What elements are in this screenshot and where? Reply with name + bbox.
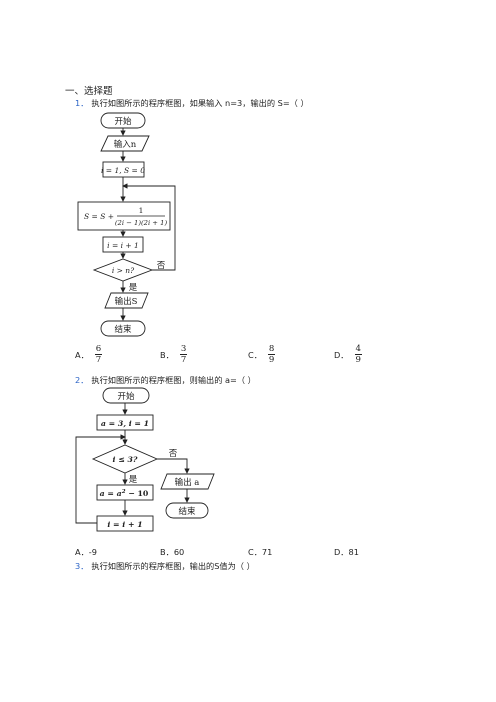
flow2-update-base: a = a xyxy=(100,489,122,498)
question-2-number: 2． xyxy=(75,375,89,385)
q1-option-a-den: 7 xyxy=(95,355,102,365)
question-1-text: 执行如图所示的程序框图，如果输入 n=3，输出的 S=（ ） xyxy=(91,98,309,108)
flow2-output-label: 输出 a xyxy=(175,477,200,488)
q1-option-d-den: 9 xyxy=(355,355,361,365)
flow2-loop-arrow xyxy=(75,434,126,524)
q2-option-b-label: B． xyxy=(160,547,174,557)
question-1-number: 1． xyxy=(75,98,89,108)
flow1-increment-label: i = i + 1 xyxy=(107,241,139,250)
q1-option-a-num: 6 xyxy=(94,344,103,355)
flow2-decision-label: i ≤ 3? xyxy=(113,455,138,464)
question-1: 1．执行如图所示的程序框图，如果输入 n=3，输出的 S=（ ） xyxy=(75,97,309,109)
flow1-update-lhs: S = S + xyxy=(84,212,114,221)
flow2-output-box xyxy=(160,473,215,490)
question-2: 2．执行如图所示的程序框图，则输出的 a=（ ） xyxy=(75,374,256,386)
flow1-output-label: 输出S xyxy=(115,296,138,307)
flow1-update-numerator: 1 xyxy=(139,206,144,215)
q2-option-b-value: 60 xyxy=(173,547,185,557)
flow1-yes-label: 是 xyxy=(129,283,138,293)
flow1-start-label: 开始 xyxy=(114,116,132,127)
q2-option-c-label: C． xyxy=(248,547,262,557)
flow2-start-label: 开始 xyxy=(117,391,135,402)
flow1-update-denominator: (2i − 1)(2i + 1) xyxy=(115,219,168,227)
q1-option-d-num: 4 xyxy=(354,344,362,355)
q2-option-d[interactable]: D．81 xyxy=(334,546,359,558)
flow1-init-label: i = 1, S = 0 xyxy=(101,166,145,175)
q2-option-b[interactable]: B．60 xyxy=(160,546,184,558)
question-3-number: 3． xyxy=(75,561,89,571)
q1-option-a-label: A． xyxy=(75,349,89,360)
q2-option-d-label: D． xyxy=(334,547,349,557)
flow1-no-label: 否 xyxy=(157,261,166,271)
q1-option-b-den: 7 xyxy=(180,355,187,365)
q2-option-c-value: 71 xyxy=(261,547,273,557)
flow2-no-label: 否 xyxy=(169,449,178,459)
flow2-start-terminal xyxy=(102,387,150,404)
q2-option-d-value: 81 xyxy=(348,547,359,557)
flow2-update-tail: − 10 xyxy=(126,489,149,498)
flow2-increment-box xyxy=(96,515,154,532)
flow1-init-box xyxy=(102,161,145,178)
flow1-end-terminal xyxy=(100,320,146,337)
flow2-no-arrow xyxy=(157,458,190,474)
flow1-output-box xyxy=(104,292,149,309)
flow2-init-label: a = 3, i = 1 xyxy=(101,419,149,428)
flow2-increment-label: i = i + 1 xyxy=(107,520,142,529)
flow1-end-label: 结束 xyxy=(114,324,132,335)
flow1-loop-arrow xyxy=(122,183,176,271)
question-2-text: 执行如图所示的程序框图，则输出的 a=（ ） xyxy=(91,375,256,385)
q1-option-b-label: B． xyxy=(160,349,174,360)
flow1-input-label: 输入n xyxy=(114,139,137,150)
q2-option-a-label: A． xyxy=(75,547,89,557)
question-3-text: 执行如图所示的程序框图，输出的S值为（ ） xyxy=(91,561,255,571)
flow2-end-label: 结束 xyxy=(178,506,196,517)
flowchart-1: 开始 输入n i = 1, S = 0 S = S + 1 (2i − 1)(2… xyxy=(77,112,176,337)
q1-option-c-num: 8 xyxy=(267,344,276,355)
q2-option-c[interactable]: C．71 xyxy=(248,546,272,558)
flow2-update-label: a = a2 − 10 xyxy=(100,489,149,498)
flow1-decision-label: i > n? xyxy=(112,266,135,275)
flow2-update-exponent: 2 xyxy=(121,489,126,495)
question-3: 3．执行如图所示的程序框图，输出的S值为（ ） xyxy=(75,560,255,572)
q2-option-a-value: -9 xyxy=(88,547,97,557)
flow1-update-box xyxy=(77,201,171,231)
q1-option-b-num: 3 xyxy=(179,344,188,355)
section-title: 一、选择题 xyxy=(65,86,113,97)
q1-option-d-label: D． xyxy=(334,349,349,360)
q2-option-a[interactable]: A．-9 xyxy=(75,546,97,558)
flow2-end-terminal xyxy=(165,502,209,519)
flowchart-2: 开始 a = 3, i = 1 i ≤ 3? 否 是 a = a2 − 10 i… xyxy=(75,387,215,532)
q1-option-c-label: C． xyxy=(248,349,262,360)
flow1-input-box xyxy=(100,135,150,152)
flow2-yes-label: 是 xyxy=(129,475,138,485)
q1-option-c-den: 9 xyxy=(268,355,275,365)
